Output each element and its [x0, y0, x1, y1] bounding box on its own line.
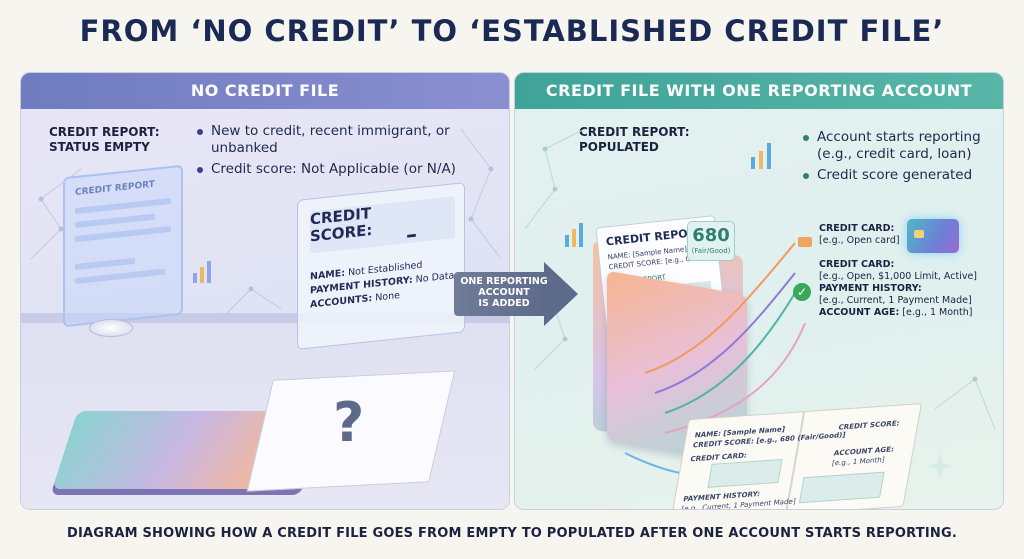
question-mark-icon: ?	[333, 391, 365, 454]
bar-chart-icon	[565, 223, 583, 247]
book-right-age-value: [e.g., 1 Month]	[831, 455, 886, 468]
no-credit-panel: NO CREDIT FILE CREDIT REPORT: STATUS EMP…	[20, 72, 510, 510]
left-bullet-2: Credit score: Not Applicable (or N/A)	[197, 161, 487, 178]
hologram-projector	[89, 319, 133, 337]
left-status-line2: STATUS EMPTY	[49, 140, 150, 154]
credit-score-value: 680	[692, 225, 730, 246]
diagram-caption: DIAGRAM SHOWING HOW A CREDIT FILE GOES F…	[67, 526, 957, 541]
left-bullet-1: New to credit, recent immigrant, or unba…	[197, 123, 487, 157]
transition-arrow-label: ONE REPORTING ACCOUNT IS ADDED	[460, 276, 548, 309]
credit-score-caption: (Fair/Good)	[691, 247, 731, 255]
trend-chart-icon	[751, 143, 771, 169]
network-lines	[30, 128, 502, 320]
account-details: CREDIT CARD: [e.g., Open, $1,000 Limit, …	[819, 259, 978, 318]
right-bullet-1: Account starts reporting (e.g., credit c…	[803, 129, 999, 163]
left-status-line1: CREDIT REPORT:	[49, 125, 160, 139]
right-status-line2: POPULATED	[579, 140, 659, 154]
transition-arrow-head	[544, 262, 578, 326]
book-right-score: CREDIT SCORE:	[837, 419, 901, 432]
credit-card-glow-icon	[907, 219, 959, 253]
left-status-label: CREDIT REPORT: STATUS EMPTY	[49, 125, 160, 155]
main-title: FROM ‘NO CREDIT’ TO ‘ESTABLISHED CREDIT …	[79, 14, 945, 48]
populated-credit-file-book: NAME: [Sample Name] CREDIT SCORE: [e.g.,…	[669, 403, 923, 509]
established-credit-panel: CREDIT FILE WITH ONE REPORTING ACCOUNT C…	[514, 72, 1004, 510]
small-chart-icon	[193, 261, 211, 283]
transition-arrow	[454, 272, 546, 316]
sparkle-icon	[927, 453, 953, 479]
right-status-label: CREDIT REPORT: POPULATED	[579, 125, 690, 155]
left-bullets: New to credit, recent immigrant, or unba…	[197, 123, 487, 182]
check-icon: ✓	[793, 283, 811, 301]
credit-card-icon	[798, 237, 812, 247]
credit-score-badge: 680 (Fair/Good)	[687, 221, 735, 261]
right-bullets: Account starts reporting (e.g., credit c…	[803, 129, 999, 188]
right-bullet-2: Credit score generated	[803, 167, 999, 184]
account-card-1: CREDIT CARD: [e.g., Open card]	[819, 223, 900, 246]
no-credit-header: NO CREDIT FILE	[21, 73, 509, 109]
established-credit-header: CREDIT FILE WITH ONE REPORTING ACCOUNT	[515, 73, 1003, 109]
right-status-line1: CREDIT REPORT:	[579, 125, 690, 139]
